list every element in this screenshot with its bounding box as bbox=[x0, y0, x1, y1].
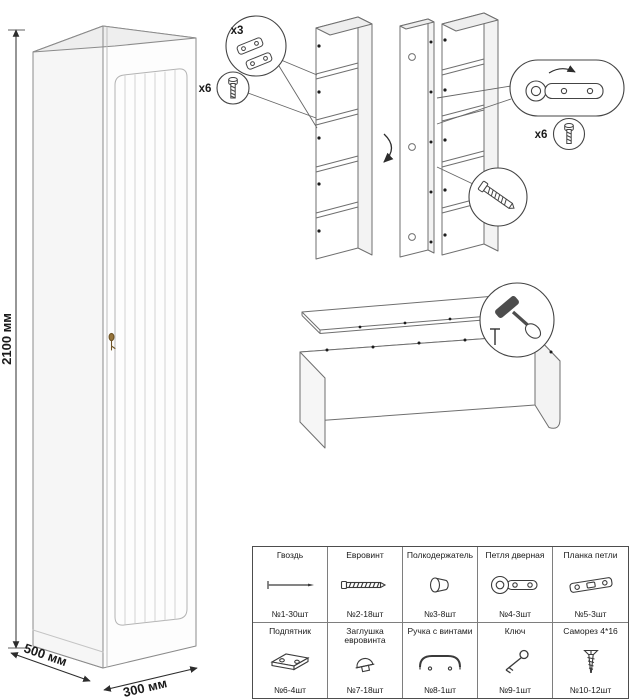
hammer-icon bbox=[495, 296, 542, 339]
part-qty: №7-18шт bbox=[346, 685, 384, 695]
part-qty: №4-3шт bbox=[498, 608, 532, 619]
key-icon bbox=[498, 636, 532, 685]
nail-icon bbox=[264, 561, 316, 609]
foot-glide-icon bbox=[268, 636, 312, 685]
part-name: Ручка с винтами bbox=[407, 625, 473, 636]
part-qty: №1-30шт bbox=[271, 608, 309, 619]
shelf-pin-icon bbox=[426, 561, 454, 609]
nail-icon bbox=[490, 328, 500, 345]
handle-icon bbox=[414, 636, 466, 685]
hand-icon bbox=[524, 323, 542, 339]
wardrobe-drawing bbox=[32, 25, 197, 669]
door-plank-lines bbox=[124, 69, 176, 625]
parts-table: Гвоздь №1-30шт Евровинт №2-18шт Полкодер… bbox=[252, 546, 629, 699]
wardrobe-side-panel bbox=[32, 25, 104, 669]
wardrobe-door bbox=[106, 26, 188, 668]
part-cell-handle: Ручка с винтами №8-1шт bbox=[403, 622, 478, 698]
door-hinge-icon bbox=[489, 561, 541, 609]
part-cell-screw-cap: Заглушка евровинта №7-18шт bbox=[328, 622, 403, 698]
hinge-plate-count-label: x3 bbox=[231, 25, 244, 37]
hinge-screw-count-label: x6 bbox=[535, 129, 548, 141]
part-name: Планка петли bbox=[563, 550, 618, 560]
assembly-shelf-unit-left bbox=[315, 16, 373, 260]
assembly-side-panel bbox=[399, 18, 435, 258]
screw-position-dots bbox=[429, 40, 433, 244]
part-cell-euroscrew: Евровинт №2-18шт bbox=[328, 547, 403, 623]
part-cell-hinge-plate: Планка петли №5-3шт bbox=[553, 547, 628, 623]
dimension-lines bbox=[8, 29, 198, 692]
euroscrew-icon bbox=[228, 77, 238, 99]
part-cell-key: Ключ №9-1шт bbox=[478, 622, 553, 698]
part-cell-foot-glide: Подпятник №6-4шт bbox=[253, 622, 328, 698]
dim-height-label: 2100 мм bbox=[0, 313, 14, 365]
part-name: Заглушка евровинта bbox=[344, 625, 386, 646]
part-cell-screw: Саморез 4*16 №10-12шт bbox=[553, 623, 628, 699]
callout-hinge-plates: x3 bbox=[225, 15, 318, 129]
part-name: Саморез 4*16 bbox=[563, 625, 618, 636]
screw-position-dots bbox=[443, 38, 447, 237]
part-qty: №9-1шт bbox=[498, 685, 532, 695]
part-name: Подпятник bbox=[269, 625, 311, 636]
euroscrew-count-label: x6 bbox=[199, 83, 212, 95]
callout-hammer-nail bbox=[479, 282, 555, 358]
part-name: Евровинт bbox=[346, 550, 384, 560]
part-qty: №5-3шт bbox=[574, 608, 607, 619]
screw-cap-icon bbox=[353, 646, 377, 685]
part-cell-door-hinge: Петля дверная №4-3шт bbox=[478, 547, 553, 623]
hinge-plate-icon bbox=[565, 561, 617, 609]
callout-door-hinge bbox=[436, 59, 625, 125]
assembly-direction-arrow bbox=[383, 133, 394, 163]
euroscrew-icon bbox=[339, 561, 391, 609]
part-qty: №2-18шт bbox=[346, 608, 384, 619]
part-qty: №10-12шт bbox=[569, 685, 612, 695]
callout-hinge-screws: x6 bbox=[535, 117, 586, 151]
callout-euroscrew-left: x6 bbox=[199, 71, 317, 119]
part-name: Ключ bbox=[504, 625, 526, 636]
part-cell-shelf-pin: Полкодержатель №3-8шт bbox=[403, 547, 478, 623]
screw-icon bbox=[564, 123, 574, 144]
wardrobe-top-face bbox=[32, 25, 197, 53]
screw-position-dots bbox=[317, 44, 321, 233]
part-name: Полкодержатель bbox=[406, 550, 474, 560]
screw-icon bbox=[581, 636, 601, 685]
callout-confirmat-screw bbox=[436, 166, 528, 227]
part-name: Гвоздь bbox=[276, 550, 304, 560]
part-qty: №8-1шт bbox=[423, 685, 457, 695]
part-name: Петля дверная bbox=[485, 550, 545, 560]
dim-width-label: 300 мм bbox=[122, 675, 169, 700]
part-cell-nail: Гвоздь №1-30шт bbox=[253, 547, 328, 623]
door-hinge-icon bbox=[525, 65, 604, 102]
door-handle-key bbox=[108, 332, 116, 351]
confirmat-icon bbox=[477, 180, 515, 210]
part-qty: №6-4шт bbox=[273, 685, 307, 695]
part-qty: №3-8шт bbox=[423, 608, 457, 619]
